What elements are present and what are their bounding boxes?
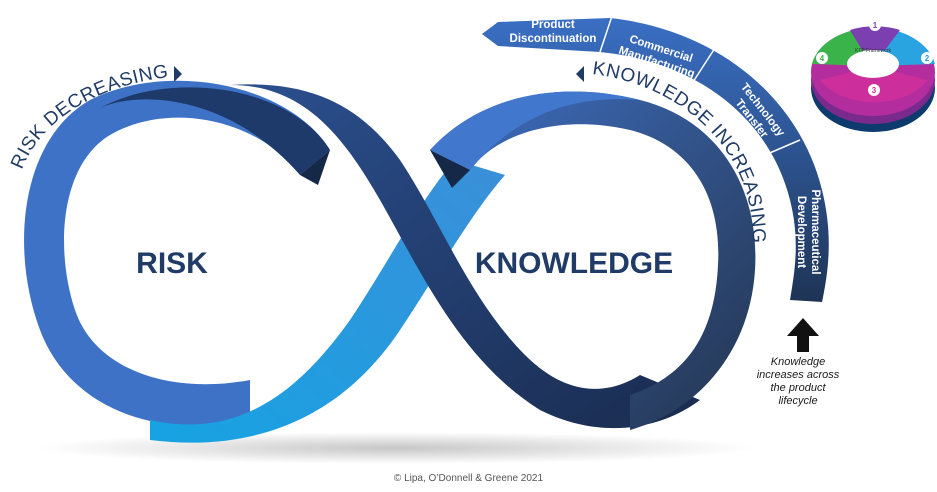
cycle-number: 4 xyxy=(820,54,825,63)
risk-label: RISK xyxy=(136,247,208,280)
fold-notch-right xyxy=(430,150,470,188)
risk-arrow-icon xyxy=(174,66,182,82)
copyright-text: © Lipa, O’Donnell & Greene 2021 xyxy=(393,473,544,484)
knowledge-arrow-icon xyxy=(576,66,584,82)
cycle-badge: KTP Framework 1 2 3 4 xyxy=(811,19,935,132)
svg-text:Pharmaceutical: Pharmaceutical xyxy=(809,189,821,274)
cycle-center-text: KTP Framework xyxy=(855,48,892,54)
up-arrow-icon xyxy=(787,318,819,352)
svg-text:Discontinuation: Discontinuation xyxy=(510,33,597,45)
cycle-number-dot xyxy=(868,84,880,96)
cycle-number-dot xyxy=(921,52,933,64)
segment-divider xyxy=(692,47,716,83)
knowledge-loop-top xyxy=(430,91,640,170)
stage-pharmaceutical-development: Pharmaceutical Development xyxy=(795,189,821,274)
knowledge-label: KNOWLEDGE xyxy=(475,247,673,280)
lifecycle-arc xyxy=(482,18,829,302)
svg-text:Development: Development xyxy=(795,196,807,268)
segment-divider xyxy=(764,139,801,156)
note-line: lifecycle xyxy=(778,395,818,407)
svg-text:Product: Product xyxy=(531,19,575,31)
ground-shadow xyxy=(35,432,755,464)
cycle-hole xyxy=(847,50,899,78)
cycle-number-dot xyxy=(869,19,881,31)
cycle-segment xyxy=(850,26,900,50)
note-line: Knowledge xyxy=(770,356,826,368)
risk-loop-inner xyxy=(100,87,330,175)
cycle-number: 1 xyxy=(873,21,878,30)
segment-divider xyxy=(599,15,613,53)
note-line: increases across xyxy=(756,369,840,381)
knowledge-note: Knowledge increases across the product l… xyxy=(742,356,854,408)
cycle-number: 2 xyxy=(925,54,930,63)
fold-notch-left xyxy=(300,150,330,185)
stage-product-discontinuation: Product Discontinuation xyxy=(510,19,597,45)
note-line: the product xyxy=(770,382,826,394)
cycle-number: 3 xyxy=(872,86,877,95)
cycle-number-dot xyxy=(816,52,828,64)
